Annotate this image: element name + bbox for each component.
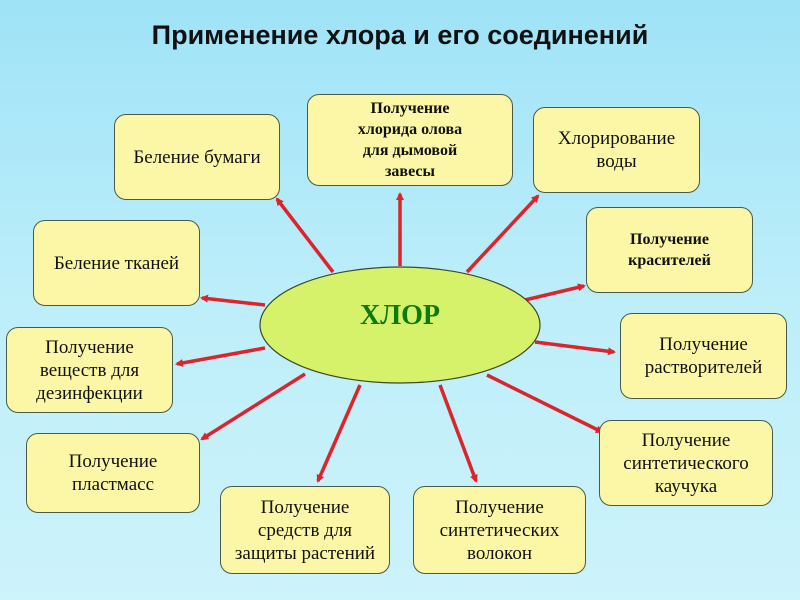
box-fabric: Беление тканей <box>33 220 200 306</box>
arrow <box>465 194 540 274</box>
arrow <box>534 340 616 356</box>
box-dyes: Получение красителей <box>586 207 753 293</box>
arrow <box>275 197 335 274</box>
page-title: Применение хлора и его соединений <box>151 20 649 50</box>
box-rubber: Получение синтетического каучука <box>599 420 773 506</box>
center-ellipse <box>259 266 541 384</box>
box-solvents: Получение растворителей <box>620 313 787 399</box>
box-tin: Получение хлорида олова для дымовой заве… <box>307 94 513 186</box>
arrow <box>175 346 266 367</box>
arrow <box>438 384 478 483</box>
arrow <box>486 373 604 434</box>
box-disinfect: Получение веществ для дезинфекции <box>6 327 173 413</box>
box-plastics: Получение пластмасс <box>26 433 200 513</box>
arrow <box>200 372 306 441</box>
arrow <box>524 283 586 302</box>
arrow <box>200 294 266 307</box>
arrow <box>316 384 362 483</box>
box-fibers: Получение синтетических волокон <box>413 486 586 574</box>
center-label: ХЛОР <box>360 300 440 331</box>
box-plants: Получение средств для защиты растений <box>220 486 390 574</box>
box-water: Хлорирование воды <box>533 107 700 193</box>
box-paper: Беление бумаги <box>114 114 280 200</box>
